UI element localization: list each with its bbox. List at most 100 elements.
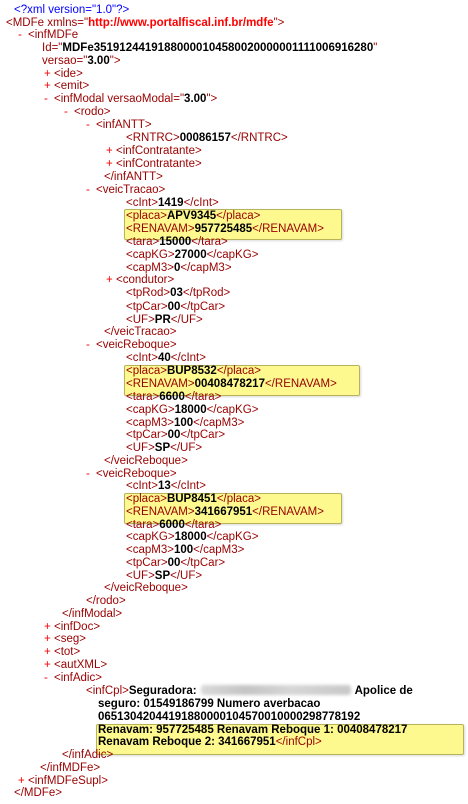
expand-toggle[interactable]: + bbox=[18, 775, 25, 787]
tag-bracket: > bbox=[187, 223, 195, 235]
expand-toggle[interactable]: + bbox=[44, 659, 51, 671]
tag-bracket: > bbox=[224, 262, 232, 274]
xml-line: +<seg> bbox=[44, 631, 86, 647]
tag-bracket: </ bbox=[180, 262, 191, 274]
xml-line: </veicTracao> bbox=[104, 324, 176, 340]
expand-toggle[interactable]: + bbox=[44, 646, 51, 658]
tag-name: tot bbox=[60, 646, 74, 658]
tag-name: UF bbox=[180, 442, 196, 454]
xml-line: +<infContratante> bbox=[106, 143, 202, 159]
xml-line: 0651304204419188000010457001000029877819… bbox=[98, 709, 360, 725]
tag-bracket: </ bbox=[264, 378, 275, 390]
expand-toggle[interactable]: + bbox=[44, 633, 51, 645]
xml-line: +<infMDFeSupl> bbox=[18, 773, 108, 789]
tag-bracket: > bbox=[251, 531, 259, 543]
expand-toggle[interactable]: + bbox=[44, 68, 51, 80]
tag-bracket: > bbox=[55, 787, 62, 799]
tag-bracket: </ bbox=[104, 326, 114, 338]
text-value: 957725485 bbox=[194, 223, 253, 235]
expand-toggle[interactable]: + bbox=[106, 145, 113, 157]
tag-name: RNTRC bbox=[132, 132, 173, 144]
tag-bracket: </ bbox=[180, 301, 191, 313]
tag-bracket: > bbox=[169, 326, 177, 338]
tag-name: autXML bbox=[60, 659, 101, 671]
expand-toggle[interactable]: + bbox=[44, 621, 51, 633]
expand-toggle[interactable]: + bbox=[44, 80, 51, 92]
tag-bracket: < bbox=[126, 223, 133, 235]
collapse-toggle[interactable]: - bbox=[86, 339, 90, 351]
tag-name: placa bbox=[226, 493, 255, 505]
tag-bracket: < bbox=[96, 339, 103, 351]
text-value: 0 bbox=[173, 262, 181, 274]
collapse-toggle[interactable]: - bbox=[18, 29, 22, 41]
tag-name: seg bbox=[60, 633, 80, 645]
tag-name: infMDFe bbox=[34, 29, 79, 41]
xml-line: <?xml version="1.0"?> bbox=[14, 2, 129, 18]
tag-bracket: > bbox=[167, 417, 174, 429]
tag-name: capKG bbox=[216, 249, 252, 261]
text-value: Apolice de bbox=[354, 685, 413, 697]
tag-bracket: </ bbox=[104, 582, 114, 594]
tag-name: cInt bbox=[132, 480, 152, 492]
attribute-value: 3.00 bbox=[87, 55, 110, 67]
tag-bracket: </ bbox=[184, 519, 195, 531]
text-value: APV9345 bbox=[166, 210, 217, 222]
tag-bracket: </ bbox=[62, 608, 72, 620]
tag-bracket: " bbox=[373, 42, 378, 54]
tag-name: infAdic bbox=[60, 672, 96, 684]
tag-name: tpRod bbox=[192, 287, 224, 299]
tag-name: capM3 bbox=[190, 262, 225, 274]
collapse-toggle[interactable]: - bbox=[44, 93, 48, 105]
xml-line: <tpCar>00</tpCar> bbox=[126, 299, 225, 315]
tag-bracket: > bbox=[101, 775, 108, 787]
xml-line: </MDFe> bbox=[14, 785, 62, 801]
tag-bracket: </ bbox=[14, 787, 24, 799]
xml-line: <UF>SP</UF> bbox=[126, 440, 202, 456]
tag-name: RENAVAM bbox=[132, 506, 188, 518]
xml-line: <RENAVAM>00408478217</RENAVAM> bbox=[126, 376, 337, 392]
tag-bracket: > bbox=[79, 633, 86, 645]
tag-name: tara bbox=[194, 391, 215, 403]
xml-line: </infAdic> bbox=[62, 747, 113, 763]
xml-line: </veicReboque> bbox=[104, 453, 188, 469]
collapse-toggle[interactable]: - bbox=[86, 119, 90, 131]
expand-toggle[interactable]: + bbox=[106, 158, 113, 170]
xml-declaration: <?xml version="1.0"?> bbox=[14, 4, 130, 16]
tag-bracket: < bbox=[96, 184, 103, 196]
tag-bracket: < bbox=[126, 391, 133, 403]
tag-bracket: > bbox=[237, 417, 245, 429]
tag-bracket: > bbox=[214, 519, 222, 531]
tag-bracket: > bbox=[254, 365, 261, 377]
text-value: seguro: 01549186799 Numero averbacao bbox=[98, 698, 321, 710]
tag-bracket: > bbox=[152, 391, 160, 403]
collapse-toggle[interactable]: - bbox=[86, 184, 90, 196]
tag-bracket: > bbox=[82, 80, 90, 92]
xml-line: <cInt>40</cInt> bbox=[126, 350, 206, 366]
expand-toggle[interactable]: + bbox=[106, 274, 113, 286]
tag-bracket: </ bbox=[86, 595, 96, 607]
xml-line: <capM3>0</capM3> bbox=[126, 260, 232, 276]
tag-bracket: > bbox=[122, 685, 129, 697]
text-value: 13 bbox=[157, 480, 171, 492]
tag-name: RENAVAM bbox=[132, 223, 188, 235]
xml-line: +<infDoc> bbox=[44, 619, 100, 635]
tag-name: infCpl bbox=[92, 685, 123, 697]
tag-bracket: </ bbox=[230, 132, 241, 144]
tag-bracket: </ bbox=[183, 197, 194, 209]
xml-line: Renavam Reboque 2: 341667951</infCpl> bbox=[98, 734, 322, 750]
tag-name: tpCar bbox=[190, 301, 219, 313]
tag-bracket: > bbox=[281, 132, 288, 144]
tag-bracket: < bbox=[126, 287, 133, 299]
collapse-toggle[interactable]: - bbox=[86, 468, 90, 480]
tag-name: cInt bbox=[180, 352, 200, 364]
tag-bracket: > bbox=[223, 287, 231, 299]
collapse-toggle[interactable]: - bbox=[64, 106, 68, 118]
tag-bracket: > bbox=[93, 621, 101, 633]
collapse-toggle[interactable]: - bbox=[44, 672, 48, 684]
tag-name: RENAVAM bbox=[132, 378, 188, 390]
tag-name: tara bbox=[132, 519, 153, 531]
tag-bracket: < bbox=[96, 468, 103, 480]
tag-bracket: > bbox=[148, 314, 155, 326]
tag-bracket: > bbox=[194, 158, 202, 170]
tag-bracket: </ bbox=[180, 429, 191, 441]
